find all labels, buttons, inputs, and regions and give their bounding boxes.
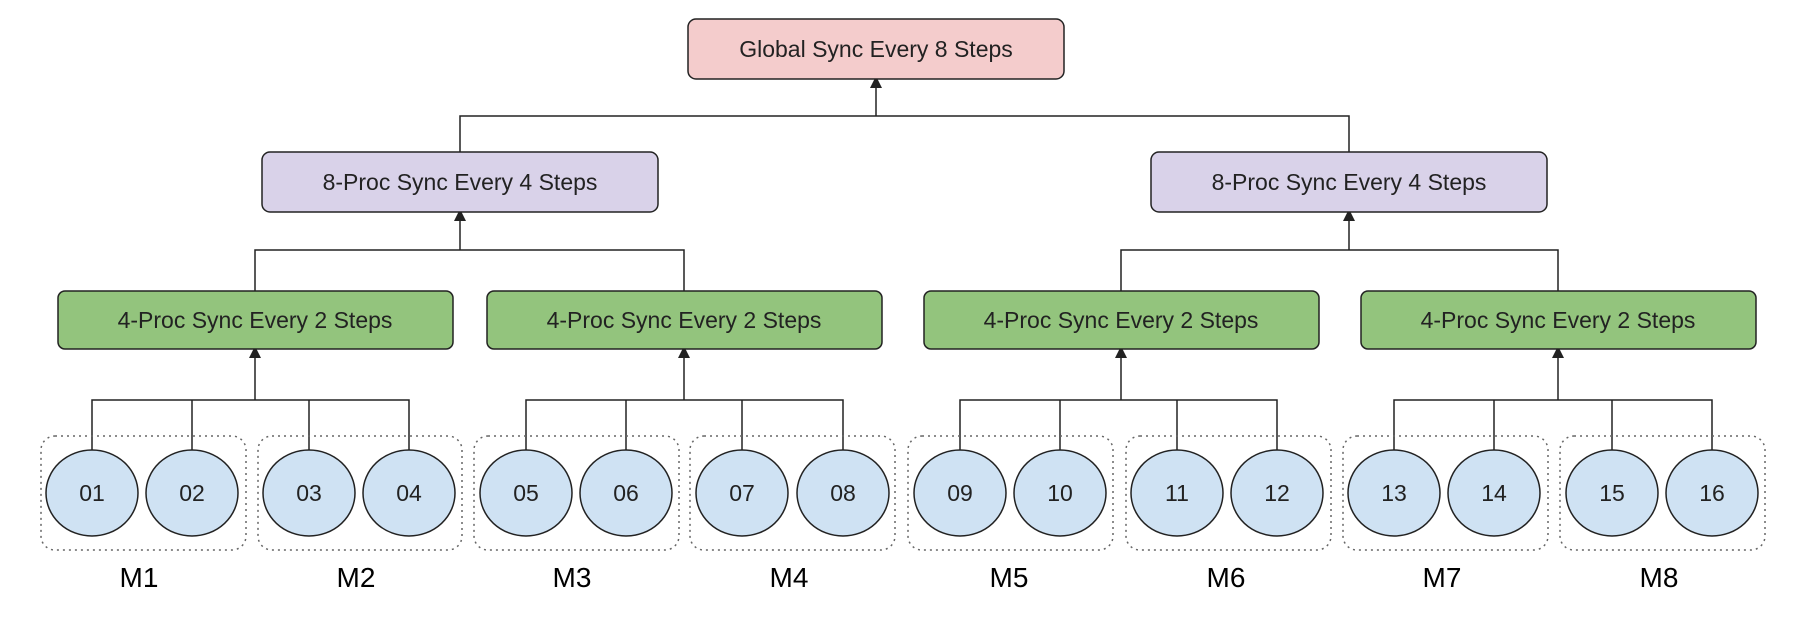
- processor-node: 09: [913, 449, 1007, 537]
- connector-line: [254, 249, 685, 291]
- connector-line: [1120, 249, 1559, 291]
- machine-group: 01 02 M1: [40, 435, 247, 593]
- processor-node: 12: [1230, 449, 1324, 537]
- processor-node: 11: [1130, 449, 1224, 537]
- four-proc-sync-node: 4-Proc Sync Every 2 Steps: [57, 290, 454, 350]
- processor-label: 08: [830, 480, 856, 506]
- global-sync-label: Global Sync Every 8 Steps: [739, 36, 1013, 62]
- machine-label: M3: [553, 562, 592, 593]
- machine-label: M6: [1207, 562, 1246, 593]
- four-proc-sync-node: 4-Proc Sync Every 2 Steps: [486, 290, 883, 350]
- processor-label: 05: [513, 480, 539, 506]
- eight-proc-sync-node: 8-Proc Sync Every 4 Steps: [261, 151, 659, 213]
- four-proc-sync-node: 4-Proc Sync Every 2 Steps: [1360, 290, 1757, 350]
- processor-label: 01: [79, 480, 105, 506]
- four-proc-sync-label: 4-Proc Sync Every 2 Steps: [984, 307, 1259, 333]
- four-proc-sync-label: 4-Proc Sync Every 2 Steps: [547, 307, 822, 333]
- connector-line: [459, 115, 1350, 152]
- processor-node: 16: [1665, 449, 1759, 537]
- processor-label: 15: [1599, 480, 1625, 506]
- connector-line: [959, 399, 1278, 450]
- machine-label: M1: [120, 562, 159, 593]
- global-sync-node: Global Sync Every 8 Steps: [687, 18, 1065, 80]
- processor-node: 14: [1447, 449, 1541, 537]
- processor-label: 02: [179, 480, 205, 506]
- machine-group: 13 14 M7: [1342, 435, 1549, 593]
- processor-label: 07: [729, 480, 755, 506]
- processor-node: 01: [45, 449, 139, 537]
- processor-label: 04: [396, 480, 422, 506]
- connector-lines: [91, 76, 1713, 450]
- machine-group: 09 10 M5: [907, 435, 1114, 593]
- machines-row: 01 02 M1 03 04 M2 05: [40, 435, 1766, 593]
- processor-label: 06: [613, 480, 639, 506]
- processor-node: 05: [479, 449, 573, 537]
- processor-label: 12: [1264, 480, 1290, 506]
- processor-node: 04: [362, 449, 456, 537]
- processor-node: 03: [262, 449, 356, 537]
- processor-node: 06: [579, 449, 673, 537]
- four-proc-sync-label: 4-Proc Sync Every 2 Steps: [118, 307, 393, 333]
- machine-group: 05 06 M3: [473, 435, 680, 593]
- processor-label: 11: [1165, 480, 1189, 506]
- processor-node: 08: [796, 449, 890, 537]
- machine-label: M4: [770, 562, 809, 593]
- four-proc-sync-node: 4-Proc Sync Every 2 Steps: [923, 290, 1320, 350]
- processor-label: 10: [1047, 480, 1073, 506]
- eight-proc-sync-label: 8-Proc Sync Every 4 Steps: [1212, 169, 1487, 195]
- eight-proc-sync-node: 8-Proc Sync Every 4 Steps: [1150, 151, 1548, 213]
- processor-node: 02: [145, 449, 239, 537]
- processor-node: 10: [1013, 449, 1107, 537]
- machine-group: 07 08 M4: [689, 435, 896, 593]
- machine-label: M7: [1423, 562, 1462, 593]
- processor-node: 13: [1347, 449, 1441, 537]
- processor-label: 16: [1699, 480, 1725, 506]
- machine-group: 03 04 M2: [257, 435, 463, 593]
- processor-label: 03: [296, 480, 322, 506]
- processor-label: 14: [1481, 480, 1507, 506]
- connector-line: [91, 399, 410, 450]
- eight-proc-sync-label: 8-Proc Sync Every 4 Steps: [323, 169, 598, 195]
- processor-label: 09: [947, 480, 973, 506]
- processor-node: 07: [695, 449, 789, 537]
- four-proc-sync-label: 4-Proc Sync Every 2 Steps: [1421, 307, 1696, 333]
- processor-label: 13: [1381, 480, 1407, 506]
- machine-label: M2: [337, 562, 376, 593]
- machine-label: M5: [990, 562, 1029, 593]
- machine-label: M8: [1640, 562, 1679, 593]
- processor-node: 15: [1565, 449, 1659, 537]
- machine-group: 11 12 M6: [1125, 435, 1332, 593]
- connector-line: [1393, 399, 1713, 450]
- connector-line: [525, 399, 844, 450]
- machine-group: 15 16 M8: [1559, 435, 1766, 593]
